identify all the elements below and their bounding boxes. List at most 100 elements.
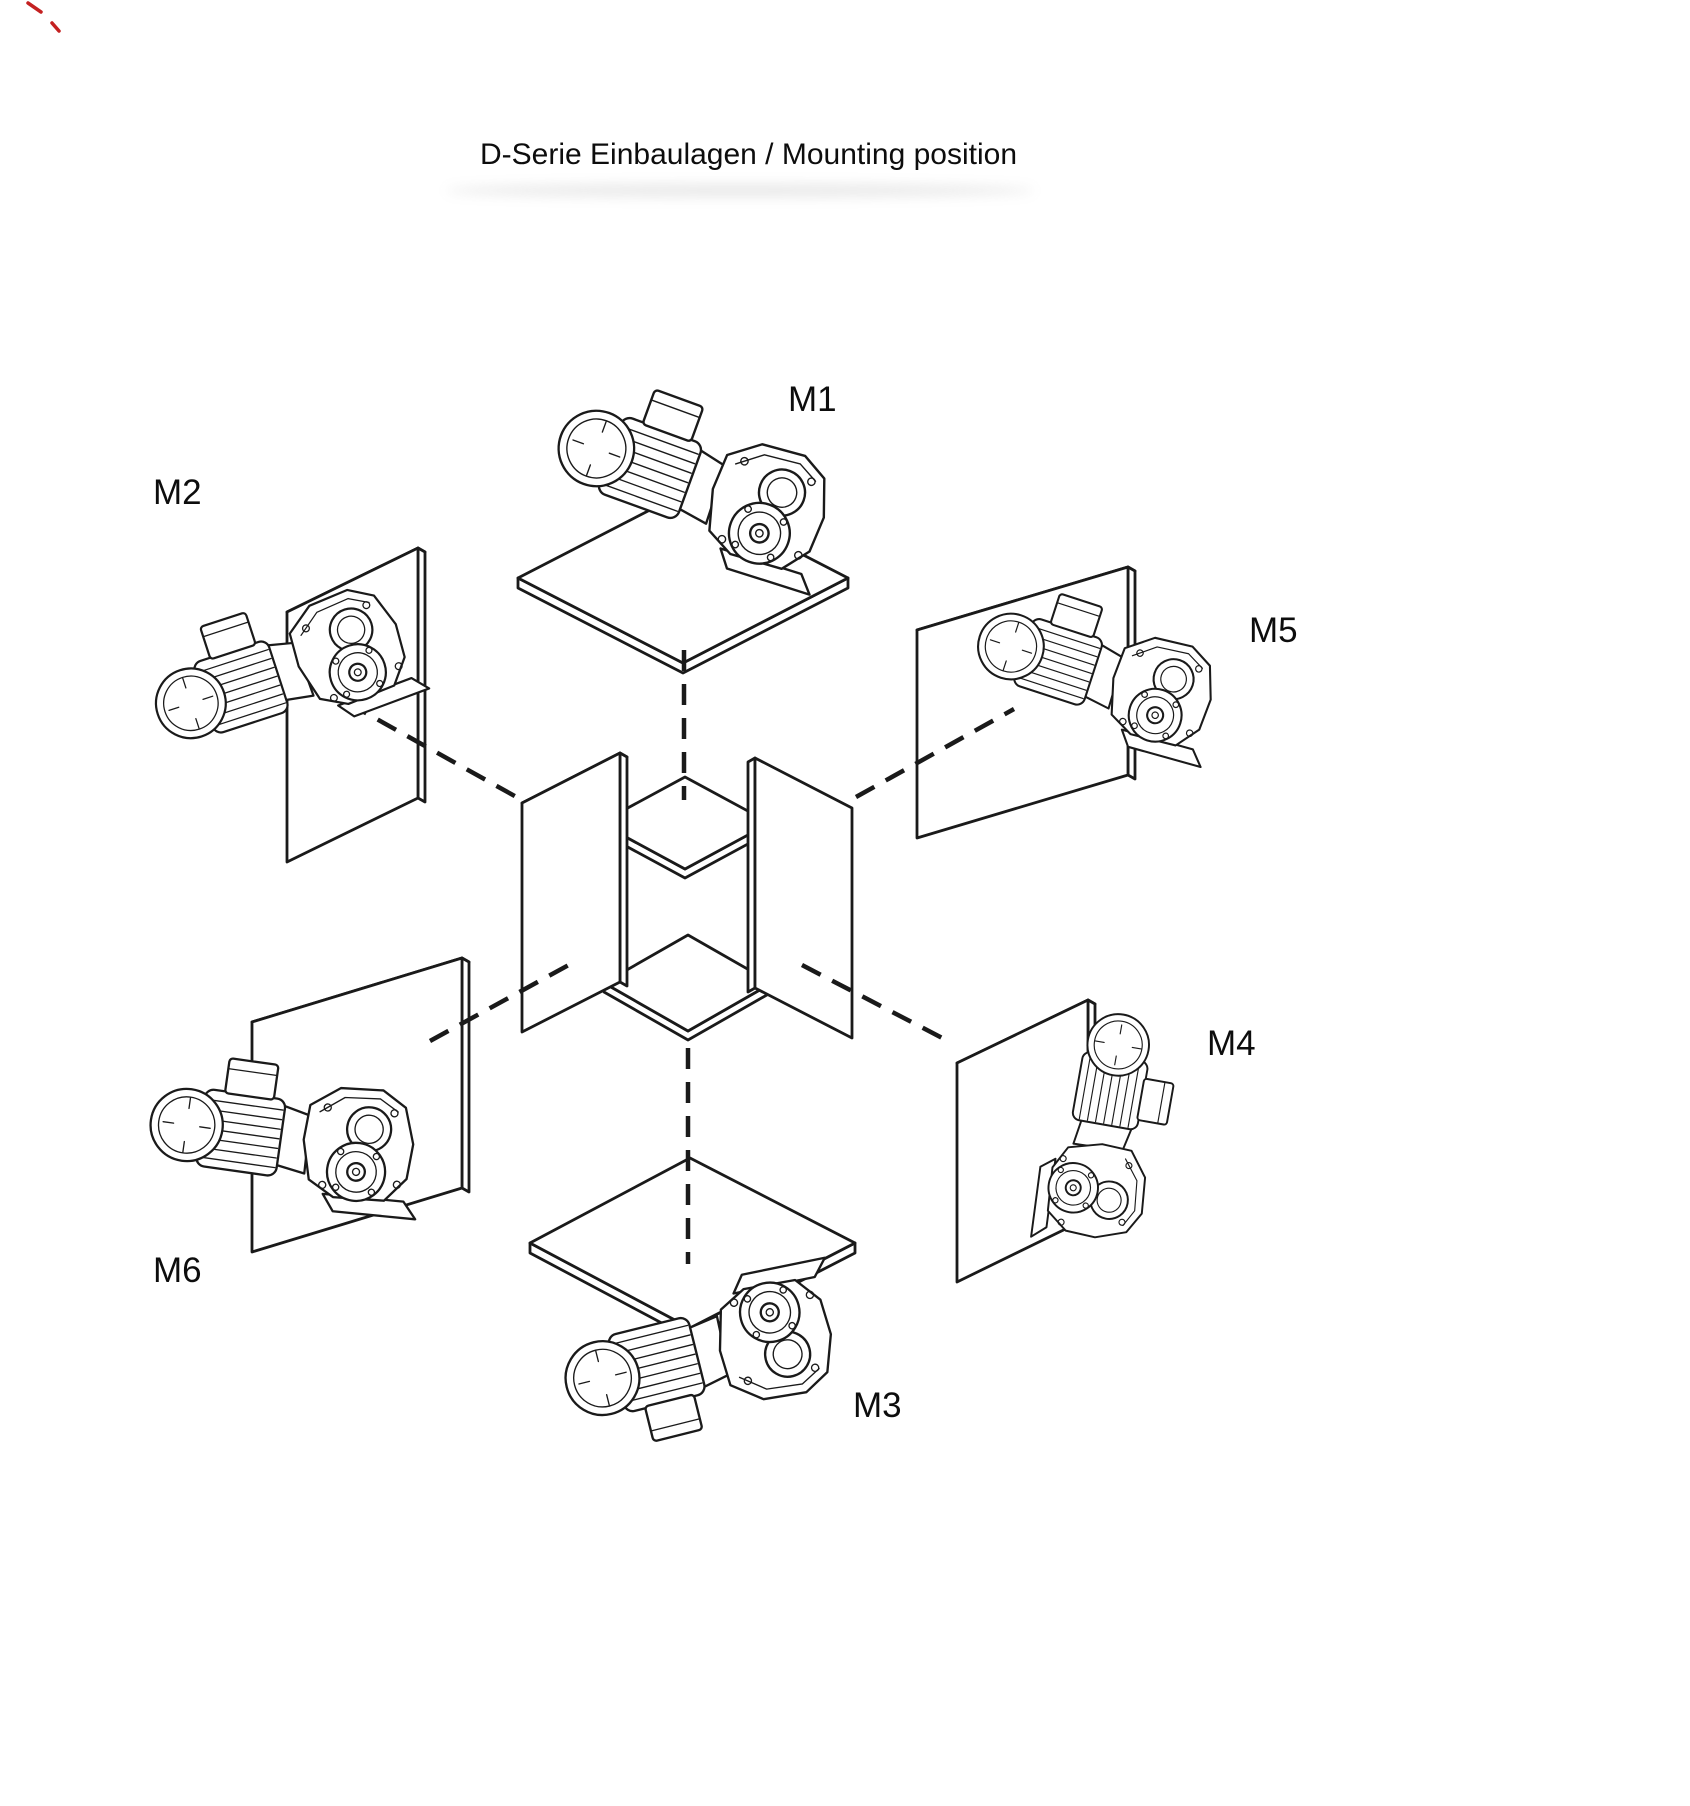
motor-fin: [1127, 1061, 1141, 1128]
housing-bolt: [1059, 1155, 1067, 1163]
gearmotor-m4: [1030, 1013, 1175, 1239]
motor-fin: [197, 1156, 276, 1169]
flange-bolt: [342, 690, 351, 698]
flange-bolt: [331, 1183, 340, 1191]
motor-fin: [1078, 1053, 1092, 1120]
housing-bolt: [1136, 649, 1144, 657]
output-shaft: [346, 1161, 366, 1182]
flange-bolt: [766, 553, 775, 562]
fan-cowl: [1086, 1013, 1150, 1077]
fan-cowl-inner: [566, 418, 627, 479]
output-shaft: [759, 1302, 780, 1323]
housing-bolt: [1057, 1218, 1065, 1226]
projection-line-m5: [854, 707, 1016, 799]
flange-bolt: [788, 1321, 796, 1330]
flange-bolt: [1131, 722, 1138, 730]
flange-bolt: [1057, 1166, 1064, 1174]
fan-cowl: [154, 667, 227, 740]
housing-bolt: [743, 1376, 753, 1386]
fan-cowl-inner: [573, 1348, 632, 1408]
fan-cowl: [977, 612, 1045, 681]
mounting-position-label-m2: M2: [153, 473, 202, 512]
cube-face-left: [520, 751, 629, 1034]
flange-bolt: [336, 1147, 345, 1156]
housing-bolt: [1119, 717, 1127, 726]
gearmotor-m3: [564, 1256, 833, 1442]
flange-bolt: [372, 1152, 381, 1161]
housing-bolt: [717, 534, 727, 544]
scan-smudge: [445, 184, 1035, 197]
motor-fin: [196, 648, 269, 674]
housing-bolt: [1195, 665, 1203, 673]
flange-bolt: [1141, 691, 1149, 698]
flange-bolt: [779, 1286, 788, 1294]
gearmotor-m1: [557, 389, 826, 596]
motor-fin: [600, 482, 679, 512]
diagram-title: D-Serie Einbaulagen / Mounting position: [480, 138, 1017, 171]
output-shaft: [1064, 1179, 1082, 1197]
flange-bolt: [752, 1330, 761, 1339]
output-shaft: [748, 522, 770, 544]
mounting-position-label-m4: M4: [1207, 1024, 1256, 1063]
cube-face-right: [746, 756, 854, 1040]
housing-bolt: [1125, 1162, 1133, 1170]
housing-bolt: [805, 1290, 815, 1300]
flange-bolt: [332, 657, 340, 665]
flange-bolt: [376, 679, 384, 688]
housing-bolt: [394, 662, 403, 671]
scan-artifacts: [26, 1, 61, 33]
motor-fin: [213, 702, 287, 727]
gearmotor-m5: [977, 593, 1212, 769]
flange-bolt: [744, 505, 753, 514]
motor-fin: [1015, 676, 1084, 700]
mounting-position-label-m5: M5: [1249, 611, 1298, 650]
motor-fin: [1031, 626, 1101, 649]
housing-bolt: [810, 1363, 820, 1373]
housing-bolt: [1118, 1218, 1126, 1226]
housing-bolt: [301, 624, 310, 633]
housing-bolt: [362, 601, 371, 610]
gearmotor-m2: [154, 588, 431, 740]
housing-bolt: [793, 550, 803, 560]
housing-bolt: [807, 477, 816, 487]
mounting-position-label-m1: M1: [788, 380, 837, 419]
motor-fin: [624, 1382, 703, 1403]
motor-fin: [621, 425, 699, 455]
flange-bolt: [1082, 1202, 1089, 1209]
housing-bolt: [729, 1298, 739, 1307]
flange-bolt: [1172, 701, 1180, 709]
fan-cowl: [564, 1340, 641, 1417]
housing-bolt: [329, 693, 338, 702]
mounting-position-label-m6: M6: [153, 1251, 202, 1290]
flange-bolt: [1162, 732, 1170, 740]
housing-bolt: [392, 1180, 402, 1189]
projection-line-m4: [800, 963, 950, 1043]
housing-bolt: [323, 1103, 332, 1112]
motor-fin: [610, 1324, 689, 1346]
output-shaft: [1146, 706, 1165, 725]
housing-bolt: [1185, 729, 1194, 737]
flange-bolt: [743, 1295, 752, 1303]
terminal-box: [1136, 1077, 1175, 1126]
projection-line-m6: [428, 959, 578, 1043]
housing-bolt: [390, 1109, 399, 1118]
housing-bolt: [740, 456, 749, 466]
mounting-position-label-m3: M3: [853, 1386, 902, 1425]
output-shaft: [348, 662, 368, 682]
flange-bolt: [367, 1188, 376, 1197]
flange-bolt: [779, 518, 788, 526]
flange-bolt: [731, 540, 740, 549]
fan-cowl-inner: [157, 1096, 216, 1154]
fan-cowl: [149, 1087, 224, 1163]
motor-fin: [205, 1098, 284, 1111]
fan-cowl-inner: [1093, 1020, 1143, 1070]
flange-bolt: [1052, 1197, 1059, 1204]
fan-cowl: [557, 409, 636, 488]
flange-bolt: [365, 646, 373, 654]
gearmotor-m6: [149, 1057, 417, 1221]
terminal-box: [224, 1057, 280, 1101]
fan-cowl-inner: [163, 675, 219, 732]
flange-bolt: [1087, 1172, 1095, 1179]
